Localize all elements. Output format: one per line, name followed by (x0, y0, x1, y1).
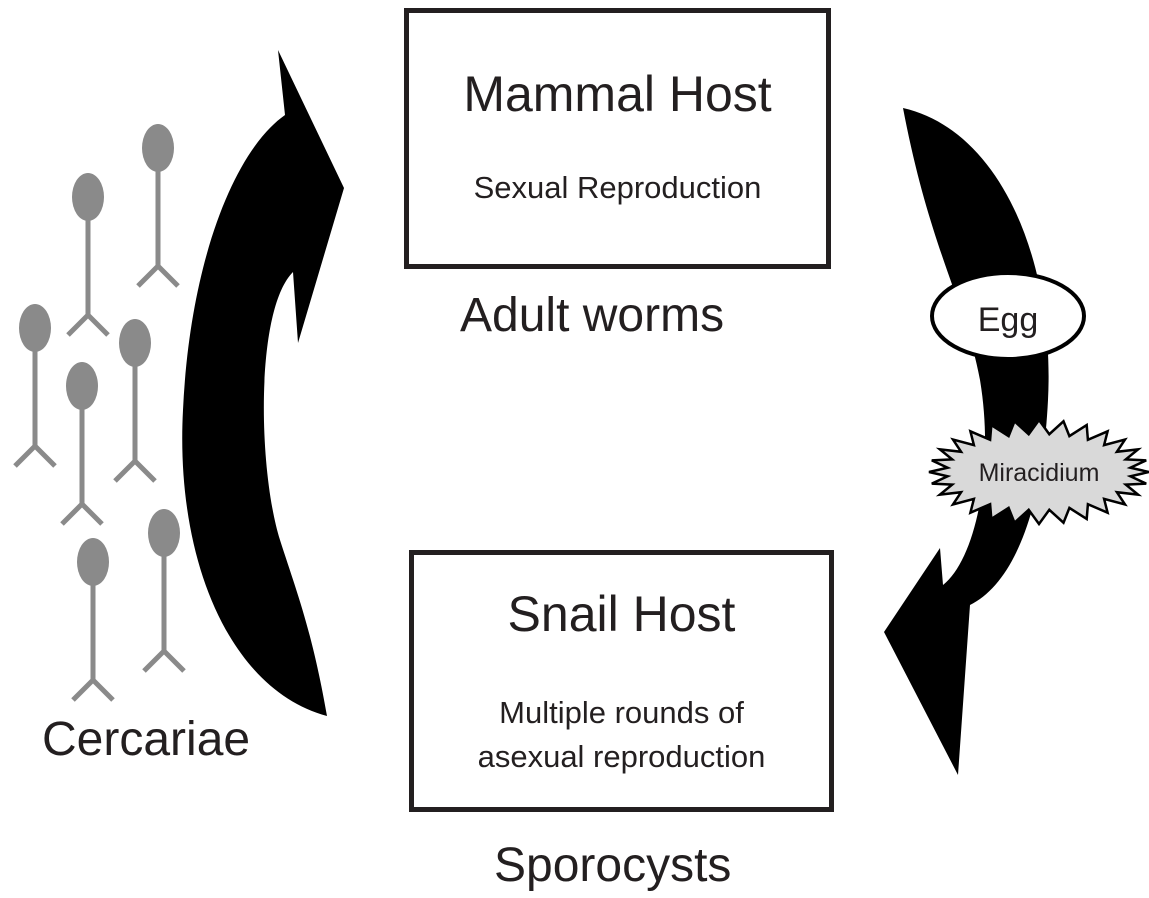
snail-host-subtitle-line2: asexual reproduction (414, 735, 829, 779)
left-cycle-arrow (182, 50, 344, 716)
cercaria-figure (15, 304, 55, 466)
cercaria-figure (138, 124, 178, 286)
cercaria-figure (62, 362, 102, 524)
cercariae-label: Cercariae (42, 712, 250, 767)
mammal-host-box: Mammal Host Sexual Reproduction (404, 8, 831, 269)
cercaria-figure (144, 509, 184, 671)
adult-worms-label: Adult worms (460, 288, 724, 343)
miracidium-label: Miracidium (979, 459, 1100, 487)
snail-host-subtitle: Multiple rounds of asexual reproduction (414, 691, 829, 779)
snail-host-title: Snail Host (414, 585, 829, 643)
mammal-host-title: Mammal Host (409, 65, 826, 123)
egg-label: Egg (978, 301, 1039, 339)
cercariae-group (15, 124, 184, 700)
miracidium-node: Miracidium (929, 420, 1149, 524)
cercaria-figure (68, 173, 108, 335)
egg-node: Egg (932, 273, 1084, 359)
snail-host-subtitle-line1: Multiple rounds of (414, 691, 829, 735)
sporocysts-label: Sporocysts (494, 838, 731, 893)
mammal-host-subtitle: Sexual Reproduction (409, 166, 826, 210)
cercaria-figure (115, 319, 155, 481)
cercaria-figure (73, 538, 113, 700)
snail-host-box: Snail Host Multiple rounds of asexual re… (409, 550, 834, 812)
